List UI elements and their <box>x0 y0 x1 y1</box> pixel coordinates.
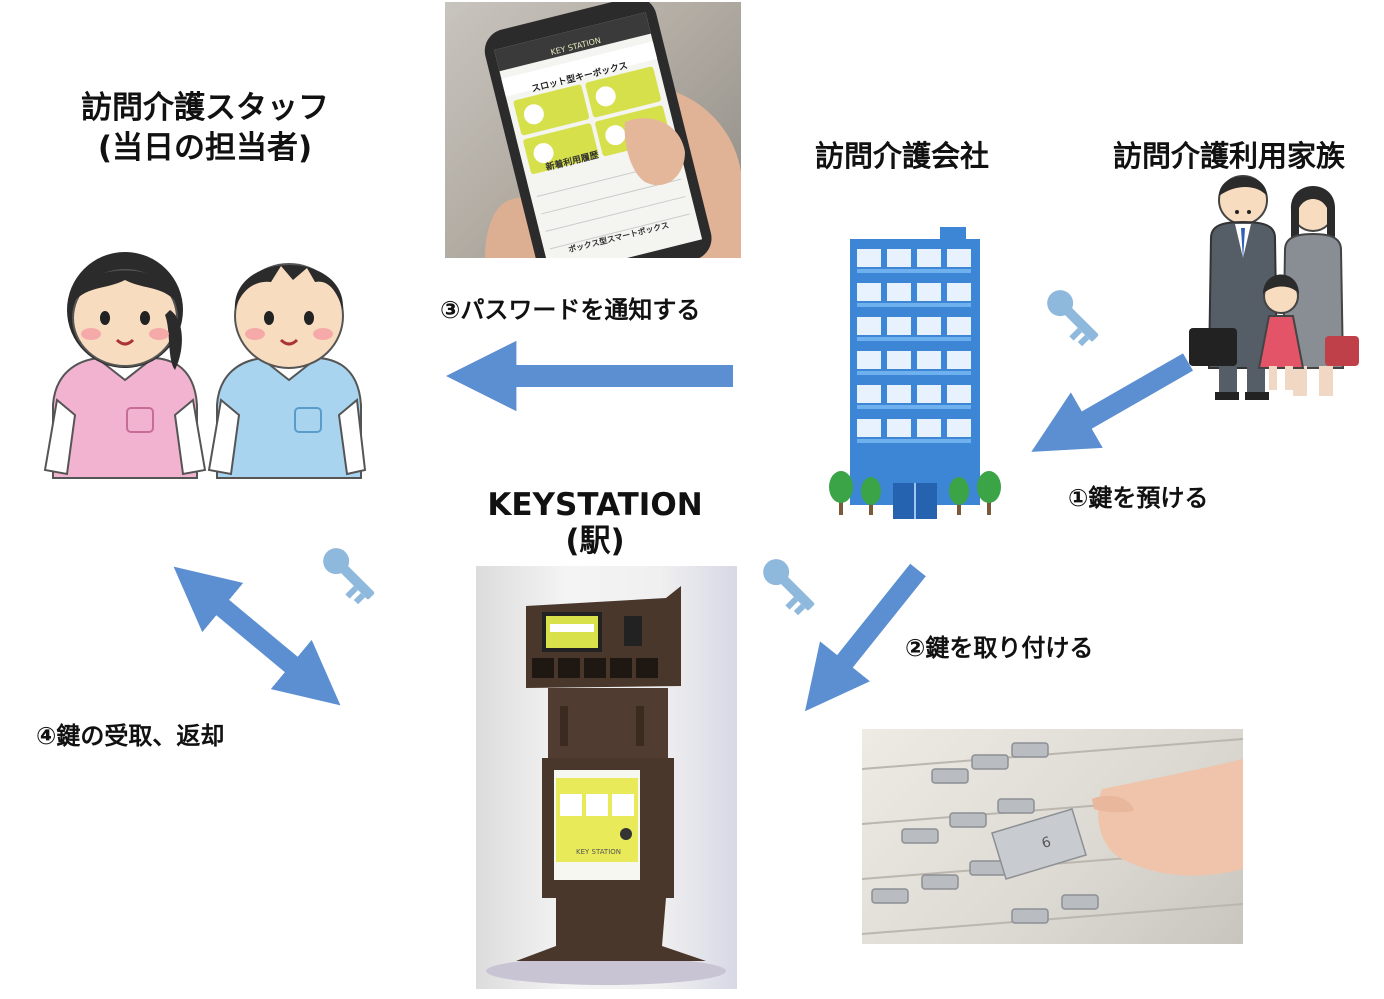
key-icon <box>1047 290 1099 347</box>
key-icon <box>763 559 815 616</box>
staff-title-line2: (当日の担当者) <box>97 130 313 166</box>
arrow-step2 <box>805 563 926 712</box>
keystation-kiosk-photo: KEY STATION <box>476 566 737 989</box>
staff-title-line1: 訪問介護スタッフ <box>81 90 329 126</box>
family-title: 訪問介護利用家族 <box>1113 139 1346 173</box>
step3-label: ③パスワードを通知する <box>440 296 701 324</box>
step4-label: ④鍵の受取、返却 <box>36 722 225 750</box>
key-icon <box>323 548 375 605</box>
staff-illustration <box>43 252 367 479</box>
smartphone-photo: KEY STATION スロット型キーボックス 新着利用履歴 ボックス型スマート… <box>445 2 741 258</box>
keybox-photo: 6 <box>862 729 1243 944</box>
arrow-step4 <box>173 566 341 706</box>
family-illustration <box>1189 175 1359 400</box>
company-title: 訪問介護会社 <box>815 139 990 173</box>
keystation-title-line2: (駅) <box>565 523 625 559</box>
company-building-icon <box>829 227 1001 519</box>
step1-label: ①鍵を預ける <box>1068 484 1209 512</box>
staff-title: 訪問介護スタッフ (当日の担当者) <box>40 88 370 168</box>
keystation-title: KEYSTATION (駅) <box>470 487 720 559</box>
arrow-step1 <box>1031 353 1193 452</box>
keystation-title-line1: KEYSTATION <box>487 487 703 523</box>
step2-label: ②鍵を取り付ける <box>905 634 1094 662</box>
female-staff <box>43 252 207 479</box>
kiosk-brand: KEY STATION <box>576 848 622 856</box>
male-staff <box>207 263 367 479</box>
